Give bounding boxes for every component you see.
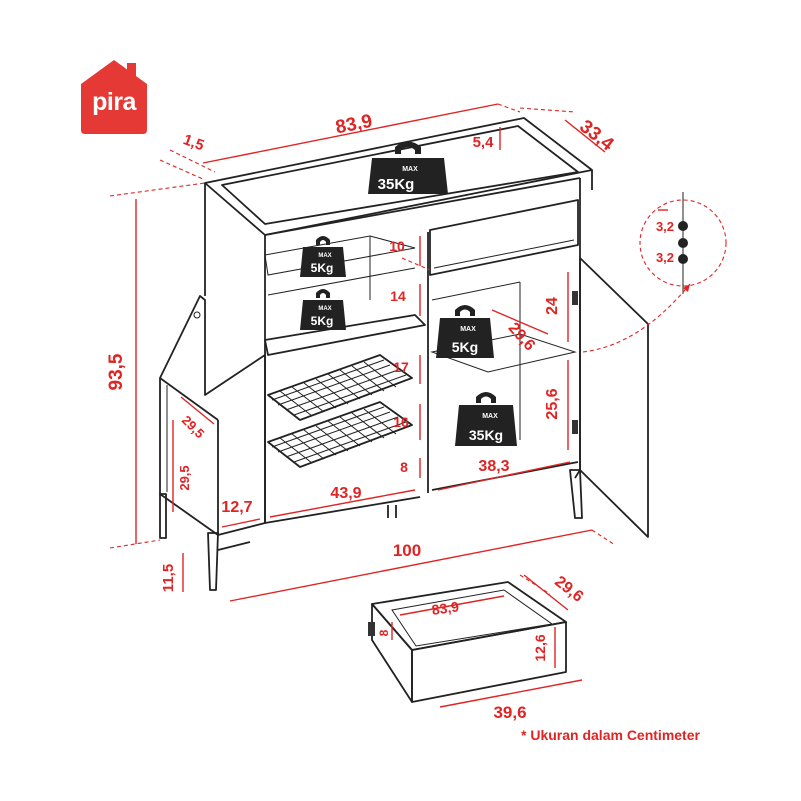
weight-top-value: 35Kg [378,176,415,193]
dim-cab-24: 24 [544,297,561,315]
dim-drawer-inner-width: 83,9 [431,598,460,618]
svg-text:MAX: MAX [318,253,331,259]
dim-rack-17: 17 [393,359,409,375]
weight-icon-shelf-upper: MAX 5Kg [300,236,346,277]
dimension-lines [109,103,668,708]
dim-hole-a: 3,2 [656,219,674,234]
dim-shelf-14: 14 [390,288,406,304]
weight-max-label: MAX [402,166,418,173]
dim-cab-25-6: 25,6 [544,388,561,419]
dim-drawer-width: 39,6 [493,703,526,722]
house-icon [81,60,147,134]
weight-icon-top: MAX 35Kg [368,141,448,194]
dim-leg-height: 11,5 [160,564,177,592]
dim-drawer-8: 8 [377,629,391,636]
weight-shelf-upper-value: 5Kg [311,261,334,275]
weight-shelf-lower-value: 5Kg [311,314,334,328]
weight-icon-cabinet-shelf: MAX 5Kg [436,305,494,358]
weight-icon-shelf-lower: MAX 5Kg [300,289,346,330]
svg-text:MAX: MAX [318,306,331,312]
dim-rack-8: 8 [400,459,408,475]
dim-shelf-10: 10 [389,238,405,254]
dim-rack-16: 16 [393,414,409,430]
dim-cab-width: 38,3 [478,458,509,475]
weight-icon-cabinet-bottom: MAX 35Kg [455,392,517,446]
unit-note: * Ukuran dalam Centimeter [521,727,700,743]
cabinet-body [159,117,649,591]
brand-name: pira [92,88,136,116]
svg-text:MAX: MAX [482,413,498,420]
dim-side-a: 29,5 [179,413,208,442]
dim-depth: 33,4 [575,116,617,156]
dim-rack-width: 43,9 [330,485,361,502]
shoe-rack-upper [267,354,413,421]
dim-top-rail: 5,4 [473,134,495,151]
svg-text:MAX: MAX [460,326,476,333]
dim-cab-depth: 29,6 [505,320,539,355]
dim-top-width: 83,9 [334,111,374,139]
dim-side-b: 29,5 [177,465,192,490]
dim-total-width: 100 [393,541,421,560]
weight-cabinet-shelf-value: 5Kg [452,339,478,355]
dim-side-depth: 12,7 [221,499,252,516]
dim-top-edge: 1,5 [181,131,206,154]
dim-total-height: 93,5 [106,353,127,390]
drawer-detail [368,581,567,703]
brand-logo: pira [77,58,151,134]
weight-cabinet-bottom-value: 35Kg [469,427,503,443]
shoe-rack-lower [267,401,413,468]
dim-hole-b: 3,2 [656,250,674,265]
dim-drawer-height: 12,6 [532,634,548,661]
hole-detail-callout [582,192,727,353]
